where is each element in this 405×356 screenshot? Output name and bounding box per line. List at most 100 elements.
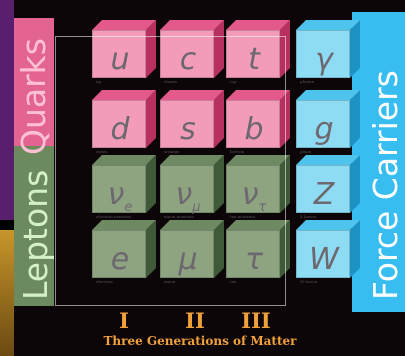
cube-face: Z Z boson [296, 165, 350, 219]
particle-symbol-main: s [180, 112, 196, 147]
cube-side [280, 220, 290, 278]
cube-side [280, 20, 290, 78]
particle-symbol: νμ [161, 180, 215, 223]
particle-symbol-main: b [244, 112, 264, 147]
cube-side [146, 20, 156, 78]
particle-symbol-main: t [248, 42, 260, 77]
cube-top [296, 20, 360, 30]
cube-top [160, 20, 224, 30]
particle-name: down [96, 149, 107, 154]
particle-name: Z boson [300, 214, 317, 219]
generation-1-label: I [119, 308, 129, 333]
cube-side [214, 90, 224, 148]
particle-symbol: s [161, 115, 215, 145]
particle-symbol: ντ [227, 180, 281, 223]
particle-symbol-main: τ [244, 242, 264, 277]
purple-background-strip [0, 0, 14, 220]
particle-cube: Z Z boson [296, 155, 360, 219]
particle-name: up [96, 79, 102, 84]
particle-symbol-subscript: μ [192, 200, 201, 215]
cube-top [160, 90, 224, 100]
particle-symbol-subscript: τ [258, 200, 267, 215]
particle-cube: e electron [92, 220, 156, 284]
particle-symbol: μ [161, 245, 215, 275]
particle-symbol: b [227, 115, 281, 145]
particle-symbol-main: ν [241, 177, 259, 212]
cube-top [160, 155, 224, 165]
quarks-band [14, 18, 54, 154]
cube-top [92, 155, 156, 165]
particle-symbol-main: γ [315, 42, 333, 77]
particle-symbol: t [227, 45, 281, 75]
particle-symbol-main: g [314, 112, 334, 147]
particle-symbol-main: ν [175, 177, 193, 212]
particle-name: bottom [230, 149, 245, 154]
particle-name: electron [96, 279, 113, 284]
cube-top [226, 90, 290, 100]
leptons-band [14, 146, 54, 306]
particle-symbol-main: c [179, 42, 197, 77]
cube-top [296, 220, 360, 230]
cube-side [146, 90, 156, 148]
generation-2-label: II [185, 308, 205, 333]
particle-name: muon neutrino [164, 214, 194, 219]
cube-side [350, 90, 360, 148]
particle-symbol-main: W [309, 242, 339, 277]
particle-cube: τ tau [226, 220, 290, 284]
cube-top [226, 220, 290, 230]
cube-face: u up [92, 30, 146, 84]
particle-cube: b bottom [226, 90, 290, 154]
cube-side [350, 20, 360, 78]
particle-symbol-main: e [110, 242, 130, 277]
cube-top [226, 155, 290, 165]
cube-top [160, 220, 224, 230]
cube-side [146, 155, 156, 213]
cube-side [214, 220, 224, 278]
particle-symbol-main: u [110, 42, 130, 77]
particle-symbol: γ [297, 45, 351, 75]
particle-name: gluon [300, 149, 312, 154]
caption: Three Generations of Matter [103, 334, 297, 348]
divider [0, 220, 20, 230]
gold-background-strip [0, 230, 14, 356]
particle-symbol-subscript: e [124, 200, 133, 215]
particle-symbol: νe [93, 180, 147, 223]
particle-symbol: c [161, 45, 215, 75]
particle-cube: u up [92, 20, 156, 84]
cube-side [214, 20, 224, 78]
cube-top [226, 20, 290, 30]
generation-3-label: III [241, 308, 271, 333]
particle-name: top [230, 79, 237, 84]
force-carriers-band [352, 12, 405, 312]
particle-name: strange [164, 149, 180, 154]
leptons-label: Leptons [16, 169, 55, 300]
particle-symbol-main: Z [313, 177, 335, 212]
cube-side [280, 90, 290, 148]
particle-name: W boson [300, 279, 318, 284]
cube-side [350, 155, 360, 213]
quarks-label: Quarks [14, 38, 53, 155]
cube-top [296, 90, 360, 100]
cube-face: W W boson [296, 230, 350, 284]
cube-top [296, 155, 360, 165]
cube-top [92, 20, 156, 30]
particle-name: tau [230, 279, 237, 284]
cube-face: t top [226, 30, 281, 84]
cube-face: τ tau [226, 230, 280, 284]
cube-top [92, 220, 156, 230]
